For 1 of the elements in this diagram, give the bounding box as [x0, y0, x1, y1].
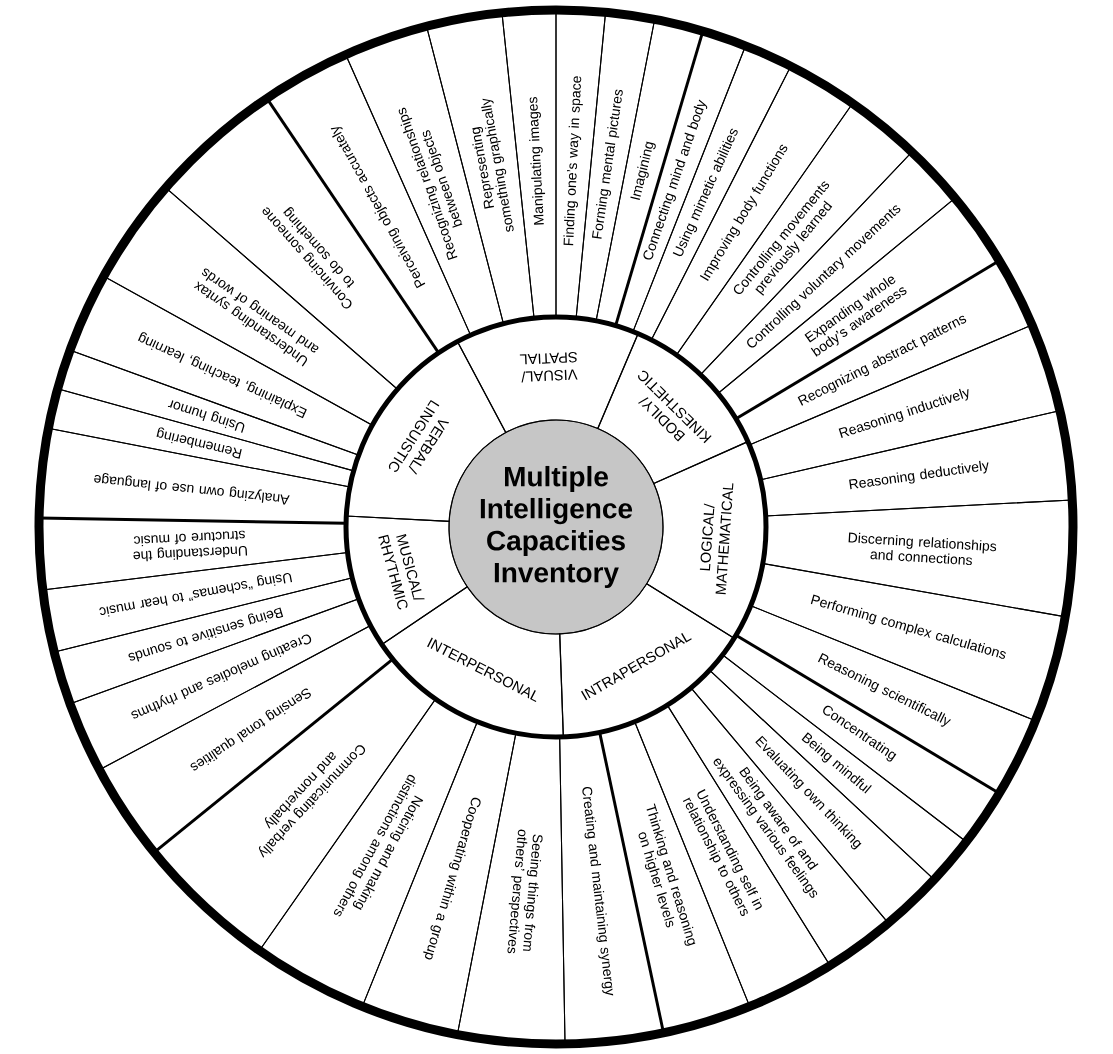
category-sector: VISUAL/ SPATIAL — [456, 316, 639, 434]
